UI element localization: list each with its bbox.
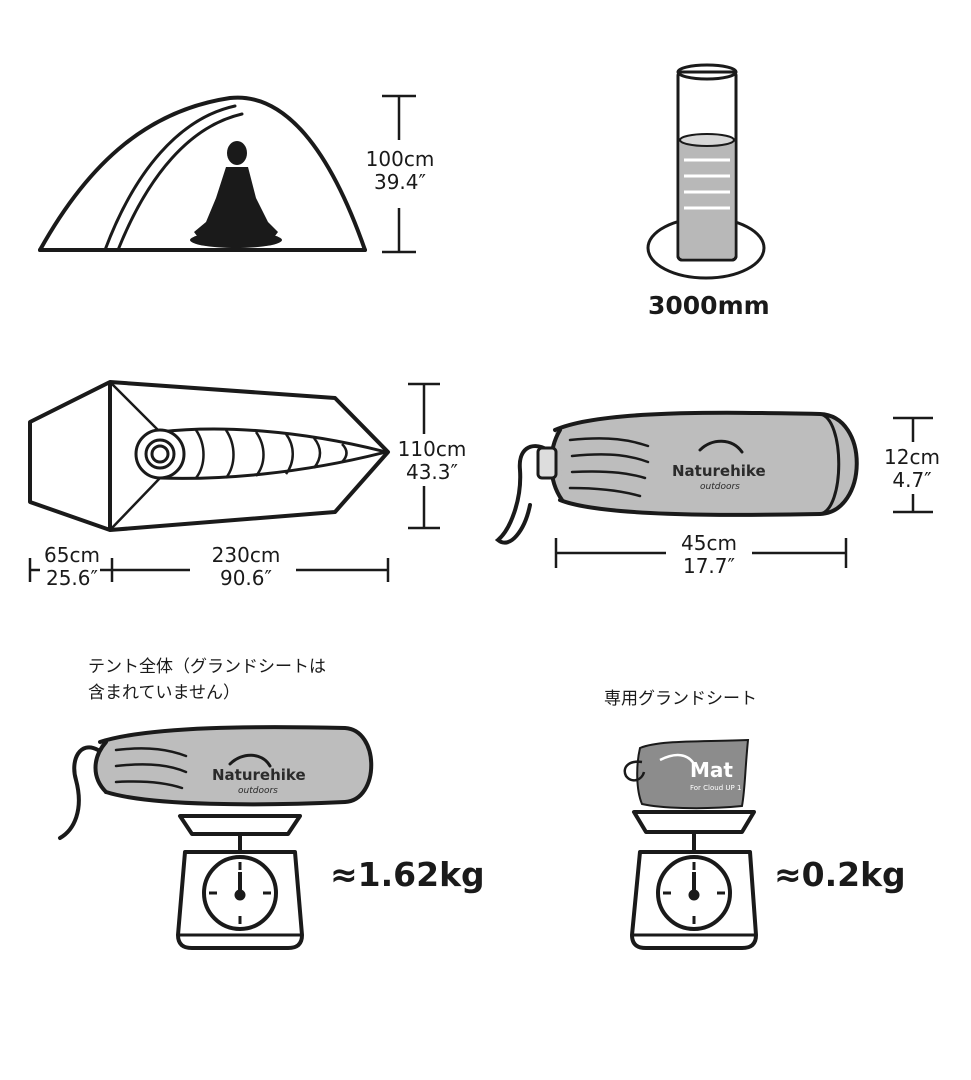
mat-label: Mat — [690, 758, 733, 782]
floor-length-label: 230cm 90.6″ — [204, 544, 288, 590]
floor-length-dimension — [28, 558, 390, 582]
brand-logo-text: Naturehike — [212, 766, 306, 784]
tent-icon — [38, 95, 367, 252]
waterproof-rating: 3000mm — [648, 291, 770, 320]
pack-diameter-imperial: 4.7″ — [892, 468, 932, 492]
pack-length-imperial: 17.7″ — [682, 554, 735, 578]
mat-bag-icon — [623, 738, 750, 810]
stuff-sack-icon — [58, 725, 374, 840]
brand-logo-text: Naturehike — [672, 462, 766, 480]
mat-weight-value: ≈0.2kg — [774, 855, 906, 894]
vestibule-imperial: 25.6″ — [45, 566, 98, 590]
stuff-sack-icon — [494, 410, 859, 545]
tent-height-metric: 100cm — [365, 147, 435, 171]
water-column-icon — [646, 63, 766, 280]
brand-logo-subtext: outdoors — [700, 482, 740, 492]
height-dimension-line — [382, 94, 416, 254]
mat-caption: 専用グランドシート — [604, 689, 757, 709]
mat-sublabel: For Cloud UP 1 — [690, 784, 742, 792]
pack-length-label: 45cm 17.7″ — [668, 532, 750, 578]
floor-width-metric: 110cm — [397, 437, 467, 461]
scale-icon — [176, 814, 304, 950]
floor-length-imperial: 90.6″ — [219, 566, 272, 590]
tent-weight-value: ≈1.62kg — [330, 855, 485, 894]
vestibule-metric: 65cm — [44, 543, 100, 567]
pack-diameter-dimension — [893, 416, 933, 514]
sleeping-bag-icon — [134, 427, 387, 480]
pack-diameter-metric: 12cm — [884, 445, 940, 469]
floor-width-imperial: 43.3″ — [405, 460, 458, 484]
pack-length-dimension — [554, 538, 848, 568]
tent-height-imperial: 39.4″ — [373, 170, 426, 194]
scale-icon — [630, 810, 758, 950]
tent-weight-caption-line2: 含まれていません） — [88, 682, 240, 703]
tent-height-label: 100cm 39.4″ — [362, 148, 438, 194]
pack-length-metric: 45cm — [681, 531, 737, 555]
pack-diameter-label: 12cm 4.7″ — [876, 446, 948, 492]
tent-weight-caption: テント全体（グランドシートは 含まれていません） — [88, 657, 326, 703]
floor-length-metric: 230cm — [211, 543, 281, 567]
tent-weight-caption-line1: テント全体（グランドシートは — [88, 657, 326, 677]
vestibule-length-label: 65cm 25.6″ — [40, 544, 104, 590]
floor-width-label: 110cm 43.3″ — [394, 438, 470, 484]
person-meditating-icon — [190, 141, 282, 248]
floor-width-dimension — [408, 382, 440, 530]
brand-logo-subtext: outdoors — [238, 786, 278, 796]
